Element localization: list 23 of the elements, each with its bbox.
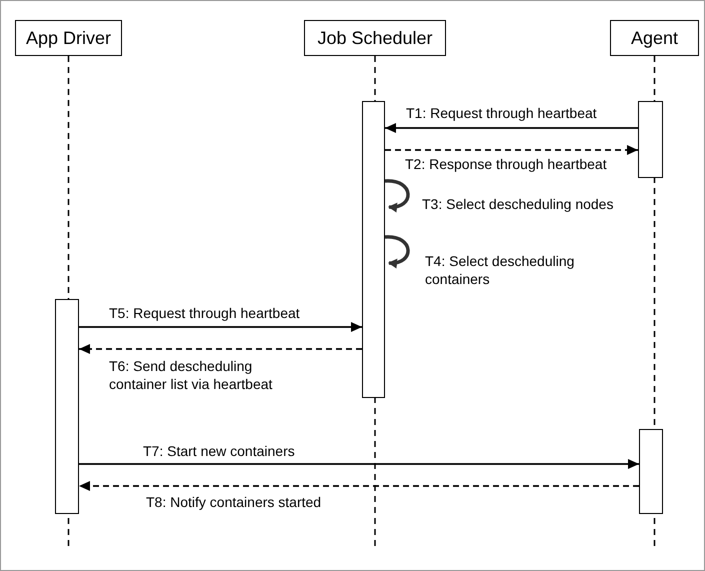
arrow	[79, 481, 639, 491]
arrow	[79, 459, 639, 469]
activation-bar	[638, 101, 663, 178]
participant-box: Job Scheduler	[304, 20, 446, 56]
activation-bar	[55, 299, 79, 514]
arrow	[385, 145, 638, 155]
activation-bar	[639, 429, 663, 514]
edge-label: T1: Request through heartbeat	[406, 104, 597, 122]
edge-label: T7: Start new containers	[143, 442, 295, 460]
activation-bar	[362, 101, 385, 398]
participant-box: App Driver	[15, 20, 122, 56]
edge-label: T4: Select descheduling containers	[425, 252, 576, 288]
arrow	[384, 179, 410, 212]
edge-label: T8: Notify containers started	[146, 493, 322, 511]
arrow	[79, 322, 362, 332]
edge-label: T6: Send descheduling container list via heartbeat	[109, 357, 274, 393]
arrow	[385, 123, 638, 133]
edge-label: T5: Request through heartbeat	[109, 304, 300, 322]
participant-box: Agent	[610, 20, 699, 56]
edge-label: T3: Select descheduling nodes	[422, 195, 614, 213]
arrow	[79, 344, 362, 354]
edge-label: T2: Response through heartbeat	[405, 155, 607, 173]
arrow	[384, 235, 410, 268]
